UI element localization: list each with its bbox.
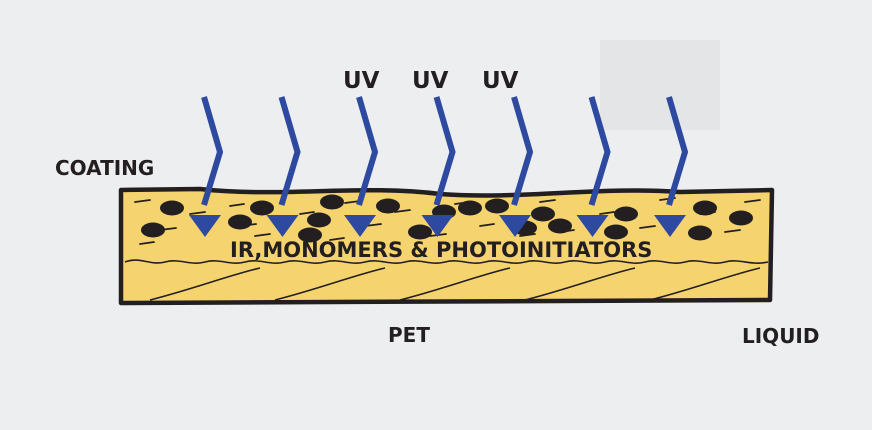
hatch-line [524, 267, 636, 301]
particle-dot [228, 214, 252, 230]
coating-dashes [134, 197, 761, 245]
hatch-line [649, 267, 761, 301]
particle-dot [408, 224, 432, 240]
particle-dot [458, 200, 482, 216]
particle-dot [376, 198, 400, 214]
dash-mark [254, 233, 271, 237]
particles [141, 194, 753, 243]
dash-mark [329, 237, 345, 241]
uv-arrow-head [654, 215, 686, 237]
particle-dot [320, 194, 344, 210]
particle-dot [614, 206, 638, 222]
dash-mark [189, 211, 206, 215]
uv-arrow-head [421, 215, 454, 237]
dash-mark [724, 229, 741, 233]
background-shape [600, 40, 720, 130]
liquid-label: LIQUID [742, 324, 820, 348]
particle-dot [141, 222, 165, 238]
dash-mark [299, 211, 315, 215]
uv-arrow-head [189, 215, 221, 237]
particle-dot [729, 210, 753, 226]
hatch-line [149, 267, 261, 301]
uv-arrows [189, 96, 689, 237]
particle-dot [688, 225, 712, 241]
uv-arrow-shaft [588, 96, 611, 206]
particle-dot [307, 212, 331, 228]
uv-label-1: UV [343, 68, 380, 94]
particle-dot [250, 200, 274, 216]
uv-arrow-shaft [201, 96, 224, 206]
uv-label-3: UV [482, 68, 519, 94]
uv-arrow-head [344, 215, 376, 237]
particle-dot [298, 227, 322, 243]
uv-arrow-shaft [433, 96, 456, 206]
particle-dot [548, 218, 572, 234]
hatch-line [399, 267, 511, 301]
uv-arrow-shaft [666, 96, 689, 206]
particle-dot [485, 198, 509, 214]
dash-mark [394, 209, 411, 213]
dash-mark [139, 241, 155, 245]
pet-hatch-lines [149, 267, 761, 301]
pet-label: PET [388, 323, 430, 347]
dash-mark [539, 199, 556, 203]
coating-label: COATING [55, 156, 155, 180]
dash-mark [599, 211, 615, 215]
dash-mark [479, 223, 495, 227]
dash-mark [744, 199, 761, 203]
uv-arrow-shaft [356, 96, 379, 206]
uv-arrow-shaft [511, 96, 534, 206]
uv-arrow-shaft [278, 96, 301, 206]
dash-mark [639, 225, 656, 229]
particle-dot [531, 206, 555, 222]
dash-mark [134, 199, 151, 203]
particle-dot [604, 224, 628, 240]
uv-arrow-head [266, 215, 299, 237]
hatch-line [274, 267, 386, 301]
particle-dot [160, 200, 184, 216]
uv-label-2: UV [412, 68, 449, 94]
coating-pet-boundary [124, 259, 769, 264]
particle-dot [693, 200, 717, 216]
uv-arrow-head [499, 215, 531, 237]
dash-mark [229, 203, 245, 207]
uv-arrow-head [576, 215, 609, 237]
mixture-label: IR,MONOMERS & PHOTOINITIATORS [230, 238, 653, 262]
